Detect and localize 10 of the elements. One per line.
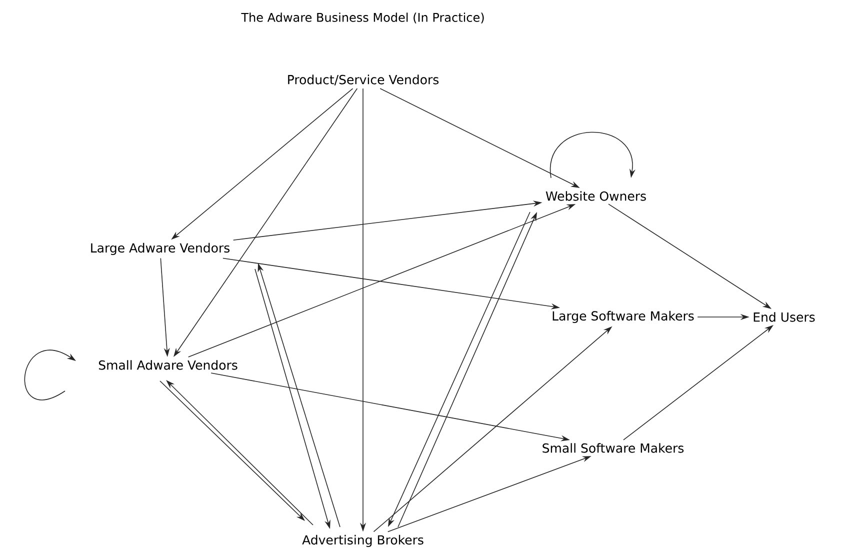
node-label: Large Software Makers: [552, 310, 694, 324]
node-label: Small Software Makers: [542, 443, 684, 453]
node-label: Small Adware Vendors: [98, 360, 238, 370]
node-label: Website Owners: [546, 191, 646, 201]
node-label: Large Adware Vendors: [91, 242, 230, 256]
node-label: End Users: [754, 312, 815, 322]
node-label: Advertising Brokers: [302, 534, 424, 548]
arrow: [550, 132, 636, 178]
node-label: Product/Service Vendors: [288, 74, 439, 86]
title: The Adware Business Model (In Practice): [241, 12, 484, 24]
